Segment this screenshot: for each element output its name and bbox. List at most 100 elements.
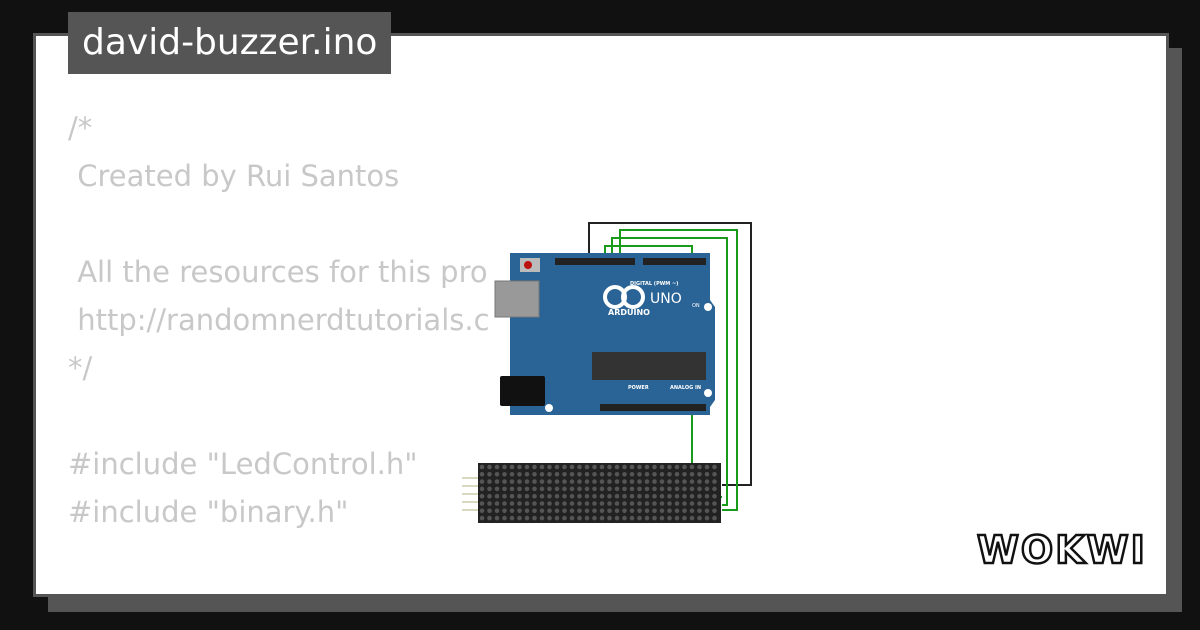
matrix-led (562, 493, 567, 499)
matrix-led (547, 486, 552, 492)
matrix-led (697, 493, 702, 499)
matrix-led (682, 493, 687, 499)
matrix-led (547, 501, 552, 506)
matrix-led (562, 515, 567, 521)
matrix-led (494, 486, 500, 492)
matrix-led (682, 464, 687, 470)
matrix-led (607, 464, 612, 470)
matrix-led (682, 515, 687, 521)
matrix-led (554, 515, 560, 521)
matrix-led (584, 493, 590, 499)
matrix-led (487, 472, 492, 477)
matrix-led (539, 508, 545, 514)
matrix-led (547, 464, 552, 470)
matrix-led (592, 464, 597, 470)
matrix-led (532, 501, 537, 506)
matrix-led (712, 515, 717, 521)
matrix-led (494, 464, 500, 470)
matrix-led (652, 486, 657, 492)
matrix-led (494, 493, 500, 499)
matrix-led (509, 508, 515, 514)
matrix-led (682, 472, 687, 477)
code-line: http://randomnerdtutorials.c (68, 303, 490, 337)
matrix-led (547, 493, 552, 499)
matrix-led (487, 493, 492, 499)
code-line (68, 392, 490, 440)
code-line (68, 200, 490, 248)
matrix-led (592, 486, 597, 492)
matrix-led (562, 472, 567, 477)
power-label: POWER (628, 385, 649, 391)
matrix-led (479, 486, 485, 492)
matrix-led (487, 515, 492, 521)
matrix-led (502, 508, 507, 514)
matrix-led (689, 472, 695, 477)
matrix-led (644, 515, 650, 521)
matrix-led (652, 493, 657, 499)
matrix-led (667, 472, 672, 477)
reset-button-dot (524, 261, 532, 269)
matrix-led (622, 479, 627, 484)
matrix-led (577, 464, 582, 470)
matrix-led (592, 479, 597, 484)
matrix-led (629, 479, 635, 484)
matrix-led (524, 501, 530, 506)
matrix-led (622, 472, 627, 477)
matrix-led (704, 479, 710, 484)
matrix-led (629, 501, 635, 506)
power-jack (500, 376, 545, 406)
matrix-led (532, 472, 537, 477)
matrix-led (524, 472, 530, 477)
matrix-led (652, 472, 657, 477)
matrix-led (599, 486, 605, 492)
code-line: #include "binary.h" (68, 495, 349, 529)
matrix-led (689, 493, 695, 499)
wokwi-logo: WOKWI (976, 527, 1146, 574)
matrix-led (712, 501, 717, 506)
matrix-led (577, 486, 582, 492)
matrix-led (607, 508, 612, 514)
matrix-led (554, 501, 560, 506)
matrix-led (607, 472, 612, 477)
matrix-led (569, 486, 575, 492)
matrix-led (674, 472, 680, 477)
matrix-led (652, 479, 657, 484)
matrix-led (667, 464, 672, 470)
wire-gnd (588, 222, 752, 486)
matrix-led (637, 464, 642, 470)
code-line: /* (68, 111, 93, 145)
matrix-led (599, 501, 605, 506)
matrix-led (509, 501, 515, 506)
matrix-led (584, 501, 590, 506)
matrix-led (697, 515, 702, 521)
matrix-led (599, 508, 605, 514)
matrix-led (509, 479, 515, 484)
matrix-led (517, 508, 522, 514)
matrix-led (479, 479, 485, 484)
matrix-led (584, 515, 590, 521)
matrix-led (622, 515, 627, 521)
matrix-led (622, 493, 627, 499)
matrix-led (509, 486, 515, 492)
matrix-led (667, 501, 672, 506)
matrix-led (584, 486, 590, 492)
matrix-led (502, 515, 507, 521)
matrix-led (562, 479, 567, 484)
matrix-led (599, 515, 605, 521)
matrix-led (494, 508, 500, 514)
matrix-led (569, 464, 575, 470)
digital-label: DIGITAL (PWM ~) (630, 281, 678, 287)
matrix-led (569, 493, 575, 499)
matrix-led (644, 486, 650, 492)
matrix-led (644, 464, 650, 470)
matrix-led (577, 508, 582, 514)
matrix-led (697, 479, 702, 484)
matrix-led (502, 472, 507, 477)
matrix-led (569, 479, 575, 484)
matrix-led (614, 493, 620, 499)
matrix-led (674, 479, 680, 484)
matrix-led (659, 486, 665, 492)
matrix-led (599, 464, 605, 470)
matrix-led (532, 479, 537, 484)
matrix-led (562, 508, 567, 514)
